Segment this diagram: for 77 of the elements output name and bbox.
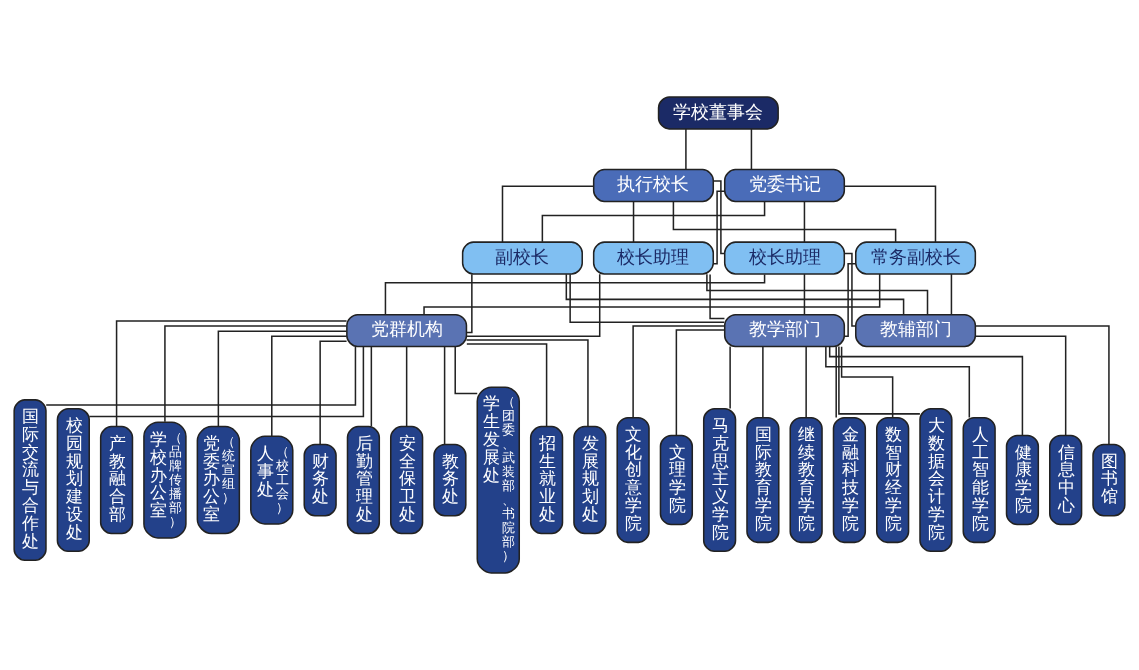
node-box: 文化创意学院 [616, 416, 650, 544]
connector [370, 345, 373, 428]
connector [384, 273, 766, 316]
node-box: 教辅部门 [855, 313, 977, 348]
connector [466, 343, 548, 427]
node-box: 常务副校长 [855, 241, 977, 275]
connector [712, 180, 726, 255]
connector [974, 325, 1110, 446]
connector [950, 273, 953, 316]
connector [454, 346, 478, 395]
node-box: 后勤管理处 [346, 425, 381, 535]
node-box: 产教融合部 [99, 425, 134, 535]
connector [803, 273, 806, 316]
node-box: 校长助理 [592, 241, 715, 275]
connector [565, 273, 905, 316]
connector [164, 325, 348, 423]
node-box: 大数据会计学院 [919, 408, 953, 553]
connector [115, 320, 348, 427]
connector [465, 339, 589, 428]
connector [632, 200, 635, 243]
connector [838, 345, 921, 415]
node-box: 安全保卫处 [390, 425, 424, 535]
connector [843, 185, 937, 243]
node-box: 副校长 [461, 241, 583, 275]
connector [843, 263, 857, 338]
node-box: 继续教育学院 [789, 416, 823, 544]
node-box: 财务处 [303, 443, 337, 517]
node-box: 马克思主义学院 [702, 408, 737, 553]
connector [828, 345, 1024, 437]
node-box: 健康学院 [1005, 434, 1040, 526]
node-box: 发展规划处 [573, 425, 607, 535]
connector [975, 335, 1067, 437]
node-box: 教务处 [433, 443, 467, 517]
node-box: 国际交流与合作处 [13, 399, 47, 561]
node-box: 文理学院 [659, 434, 694, 526]
connector [423, 273, 881, 316]
connector [465, 273, 601, 338]
node-box: 党委书记 [723, 168, 846, 203]
node-box: 金融科技学院 [832, 416, 867, 544]
node-box: 学校董事会 [657, 96, 779, 130]
connector [88, 345, 365, 418]
connector [840, 346, 894, 418]
connector [729, 345, 731, 410]
connector [45, 345, 357, 406]
connector [443, 345, 446, 446]
connector [762, 345, 764, 419]
node-box: 党群机构 [346, 313, 468, 348]
connector [843, 252, 857, 327]
connector [217, 330, 348, 428]
connector [706, 273, 929, 315]
node-box: 国际教育学院 [746, 416, 780, 544]
node-box: 数智财经学院 [876, 416, 910, 544]
node-box: 校长助理 [723, 241, 846, 275]
connector [675, 329, 725, 437]
node-box: 教学部门 [723, 313, 846, 348]
connector [569, 273, 725, 324]
connector [835, 345, 837, 419]
connector [405, 345, 408, 428]
connector [685, 128, 687, 171]
node-box: 校园规划建设处 [56, 408, 90, 553]
connector [672, 201, 897, 243]
connector [465, 273, 473, 334]
connector [709, 273, 726, 320]
node-box: 招生就业处 [529, 425, 564, 535]
node-box: 执行校长 [592, 168, 715, 203]
connector [803, 200, 806, 243]
node-box: 图书馆 [1092, 443, 1126, 517]
connector [632, 325, 726, 419]
connector [750, 128, 753, 171]
connector [319, 340, 348, 446]
connector [271, 335, 348, 437]
node-box: 人工智能学院 [962, 416, 996, 544]
connector [825, 345, 971, 419]
connector [712, 190, 726, 265]
connector [501, 185, 595, 243]
connector [805, 345, 807, 419]
node-box: 信息中心 [1049, 434, 1083, 526]
